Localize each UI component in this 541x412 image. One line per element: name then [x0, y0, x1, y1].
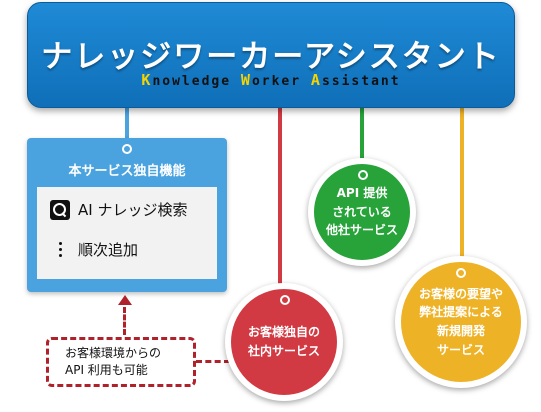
api-note: お客様環境からの API 利用も可能 — [46, 337, 196, 387]
service-circle-in-house: お客様独自の 社内サービス — [225, 283, 343, 401]
app-title: ナレッジワーカーアシスタント — [41, 39, 501, 75]
features-list: AI ナレッジ検索 順次追加 — [37, 187, 217, 279]
subtitle-initial-k: K — [141, 71, 153, 89]
feature-label: AI ナレッジ検索 — [78, 201, 188, 219]
vertical-dots-icon — [50, 242, 70, 257]
note-connector — [196, 360, 230, 363]
feature-item-sequential: 順次追加 — [50, 239, 138, 260]
feature-item-ai-search: AI ナレッジ検索 — [50, 199, 187, 220]
subtitle-initial-a: A — [310, 71, 322, 89]
header-banner: ナレッジワーカーアシスタント Knowledge Worker Assistan… — [27, 2, 515, 108]
app-subtitle: Knowledge Worker Assistant — [28, 71, 514, 89]
service-label: お客様の要望や 弊社提案による 新規開発 サービス — [418, 286, 503, 357]
connector-line-blue — [125, 104, 129, 140]
subtitle-rest-w: orker — [251, 74, 311, 89]
subtitle-rest-a: ssistant — [321, 74, 401, 89]
connector-line-green — [360, 104, 364, 166]
circle-connector-ring — [358, 170, 368, 180]
subtitle-initial-w: W — [240, 71, 252, 89]
service-circle-third-party: API 提供 されている 他社サービス — [308, 158, 416, 266]
features-panel: 本サービス独自機能 AI ナレッジ検索 順次追加 — [27, 138, 227, 292]
feature-label: 順次追加 — [78, 241, 139, 259]
features-title: 本サービス独自機能 — [68, 164, 186, 179]
panel-connector-ring — [122, 144, 132, 154]
service-label: API 提供 されている 他社サービス — [325, 186, 398, 238]
search-icon — [50, 199, 70, 220]
service-label: お客様独自の 社内サービス — [247, 325, 320, 358]
subtitle-rest-k: nowledge — [152, 74, 241, 89]
arrow-stem — [123, 307, 126, 335]
connector-line-red — [278, 104, 282, 294]
connector-line-yellow — [460, 104, 464, 264]
arrow-up-icon — [118, 295, 132, 305]
circle-connector-ring — [280, 295, 290, 305]
circle-connector-ring — [456, 268, 466, 278]
service-circle-new-development: お客様の要望や 弊社提案による 新規開発 サービス — [395, 256, 527, 388]
